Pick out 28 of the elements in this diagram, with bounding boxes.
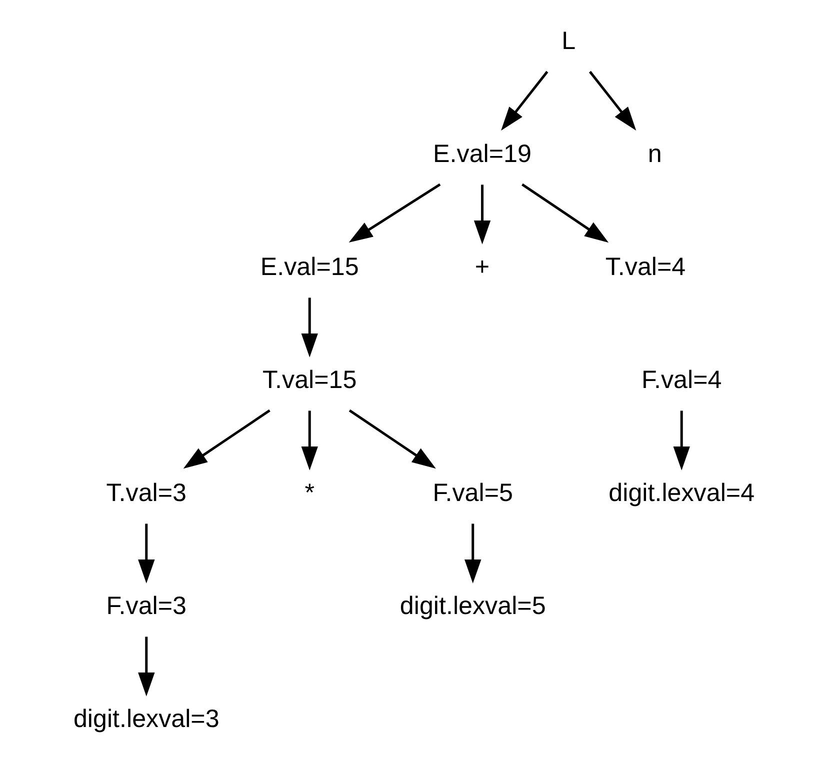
node-text: L [562, 26, 576, 55]
arrow [464, 524, 482, 584]
arrow [588, 70, 636, 131]
node-text: T.val=15 [262, 366, 357, 394]
node-text: T.val=4 [605, 252, 686, 281]
node-text: F.val=4 [641, 366, 722, 394]
arrow [348, 409, 436, 469]
arrow [673, 410, 690, 470]
node-text: * [304, 478, 315, 507]
arrow [183, 409, 270, 469]
node-text: digit.lexval=4 [608, 478, 755, 507]
node-text: digit.lexval=3 [73, 704, 220, 733]
node-text: T.val=3 [106, 478, 187, 507]
arrow [348, 183, 441, 242]
arrow [138, 524, 155, 584]
arrow [138, 636, 155, 696]
arrow [301, 410, 318, 470]
node-text: n [648, 140, 662, 168]
node-text: + [474, 252, 490, 281]
node-text: F.val=5 [432, 478, 513, 507]
node-text: F.val=3 [106, 592, 187, 620]
arrow [501, 70, 548, 131]
arrow [522, 183, 609, 243]
node-text: E.val=15 [260, 252, 359, 281]
node-text: E.val=19 [433, 140, 532, 168]
node-text: digit.lexval=5 [400, 592, 546, 620]
arrow [474, 184, 491, 244]
arrow [301, 298, 318, 358]
